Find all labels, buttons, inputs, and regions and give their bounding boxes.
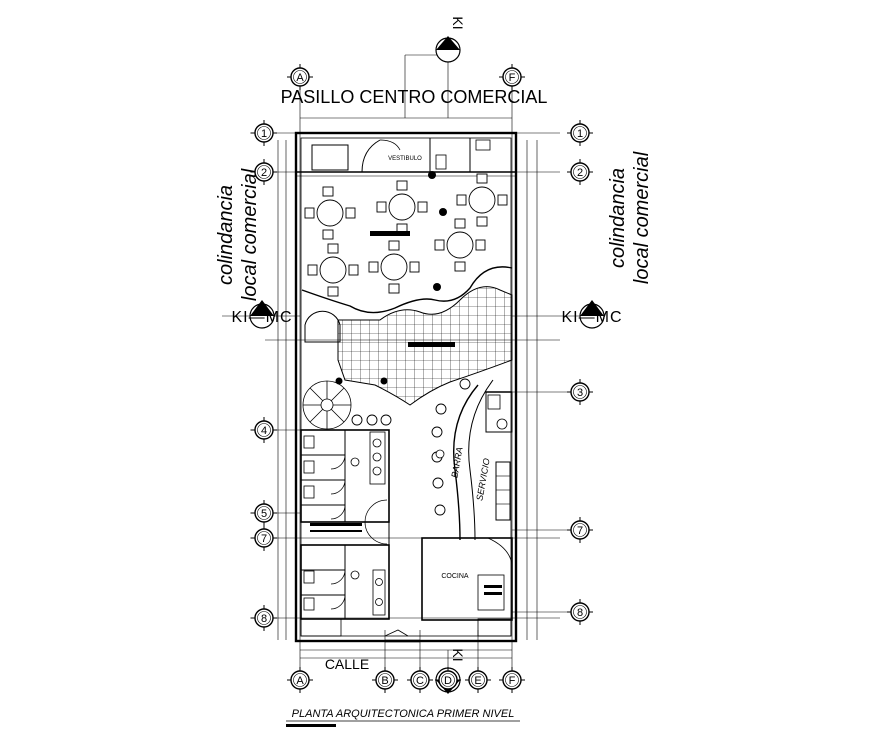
axis-label: E — [474, 675, 481, 687]
axis-bubble-left-8: 8 — [251, 605, 277, 631]
bathroom-fixtures — [303, 139, 508, 616]
axis-bubble-right-7: 7 — [567, 517, 593, 543]
axis-label: F — [509, 72, 516, 84]
section-left-label: KI—MC — [232, 309, 293, 326]
axis-bubble-bottom-F: F — [499, 667, 525, 693]
section-marker-top: KI — [435, 16, 466, 63]
axis-label: 4 — [261, 425, 267, 437]
axis-bubble-bottom-E: E — [465, 667, 491, 693]
section-marker-right: KI—MC — [562, 300, 623, 329]
table — [307, 243, 359, 297]
axis-label: 7 — [261, 533, 267, 545]
axis-bubble-left-7: 7 — [251, 525, 277, 551]
axis-bubble-bottom-C: C — [407, 667, 433, 693]
table — [368, 240, 420, 294]
axis-label: C — [416, 675, 424, 687]
axis-label: 1 — [577, 128, 583, 140]
axis-bubble-right-3: 3 — [567, 379, 593, 405]
axis-label: 8 — [577, 607, 583, 619]
axis-label: B — [381, 675, 388, 687]
bar-label: BARRA — [449, 446, 464, 478]
axis-label: 5 — [261, 508, 267, 520]
axis-bubble-left-1: 1 — [251, 120, 277, 146]
street-label: CALLE — [325, 656, 369, 672]
axis-bubble-bottom-B: B — [372, 667, 398, 693]
axis-label: 2 — [261, 167, 267, 179]
corridor-label: PASILLO CENTRO COMERCIAL — [281, 87, 548, 107]
vestibule-label: VESTIBULO — [388, 156, 422, 162]
spiral-staircase — [302, 380, 352, 430]
axis-bubble-right-8: 8 — [567, 599, 593, 625]
service-label: SERVICIO — [474, 458, 491, 502]
dining-boundary — [301, 266, 513, 314]
axis-label: 7 — [577, 525, 583, 537]
axis-bubble-left-4: 4 — [251, 417, 277, 443]
kitchen-label: COCINA — [441, 573, 469, 580]
section-bottom-label: KI — [450, 648, 466, 661]
axis-label: 1 — [261, 128, 267, 140]
hatch-marks — [286, 231, 502, 727]
axis-bubble-top-A: A — [287, 64, 313, 90]
right-side-line2: local comercial — [631, 151, 653, 284]
left-side-label: colindancia local comercial — [215, 168, 261, 301]
plan-caption: PLANTA ARQUITECTONICA PRIMER NIVEL — [292, 708, 515, 720]
left-side-line1: colindancia — [215, 185, 237, 285]
table — [304, 186, 356, 240]
section-right-label: KI—MC — [562, 309, 623, 326]
building-walls — [294, 131, 518, 643]
section-top-label: KI — [450, 16, 466, 29]
axis-bubble-top-F: F — [499, 64, 525, 90]
axis-bubbles: A F A B C D E F 1 2 4 5 7 8 1 2 3 7 8 — [251, 64, 593, 693]
table — [376, 180, 428, 234]
axis-label: 2 — [577, 167, 583, 179]
table — [434, 218, 486, 272]
columns — [335, 171, 447, 385]
axis-bubble-left-5: 5 — [251, 500, 277, 526]
axis-label: A — [296, 675, 304, 687]
axis-label: 8 — [261, 613, 267, 625]
right-side-line1: colindancia — [607, 168, 629, 268]
axis-label: A — [296, 72, 304, 84]
table — [456, 173, 508, 227]
axis-bubble-right-2: 2 — [567, 159, 593, 185]
right-side-label: colindancia local comercial — [607, 151, 653, 284]
axis-label: F — [509, 675, 516, 687]
axis-bubble-bottom-D: D — [435, 667, 461, 693]
left-side-line2: local comercial — [239, 168, 261, 301]
axis-label: 3 — [577, 387, 583, 399]
section-marker-left: KI—MC — [232, 300, 293, 329]
axis-bubble-right-1: 1 — [567, 120, 593, 146]
axis-bubble-bottom-A: A — [287, 667, 313, 693]
axis-bubble-left-2: 2 — [251, 159, 277, 185]
dining-tables — [304, 173, 508, 297]
axis-label: D — [444, 675, 452, 687]
